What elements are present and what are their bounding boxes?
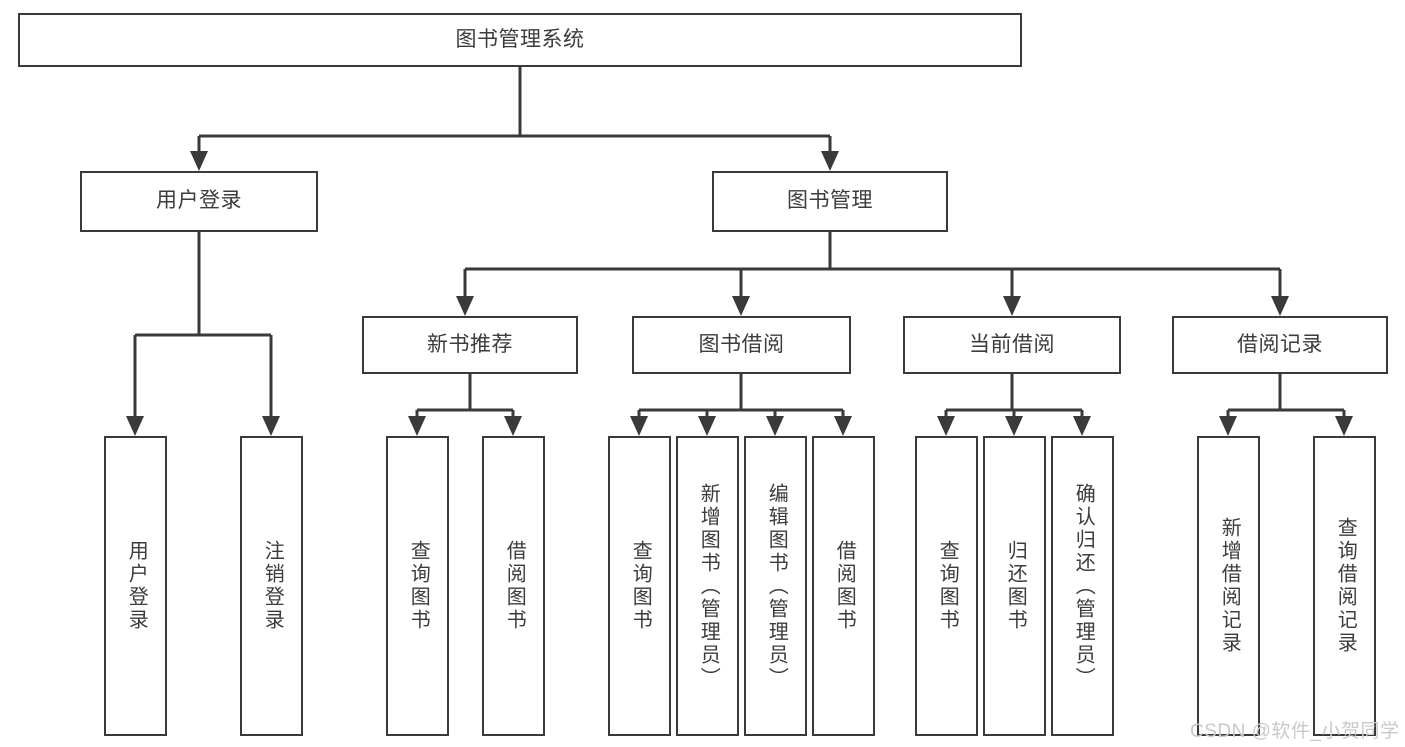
arrow-head [1335, 416, 1353, 436]
root-node: 图书管理系统 [18, 13, 1022, 67]
level1-node: 图书管理 [712, 171, 948, 232]
arrow-heads [126, 151, 1353, 436]
arrow-head [766, 416, 784, 436]
arrow-head [504, 416, 522, 436]
leaf-node: 查询图书 [386, 436, 449, 736]
arrow-head [732, 296, 750, 316]
leaf-node-label: 查询借阅记录 [1334, 517, 1357, 655]
arrow-head [1003, 296, 1021, 316]
leaf-node-label: 新增借阅记录 [1218, 517, 1241, 655]
leaf-node-label: 注销登录 [261, 540, 284, 632]
leaf-node: 新增图书（管理员） [676, 436, 739, 736]
arrow-head [630, 416, 648, 436]
arrow-head [1073, 416, 1091, 436]
leaf-node: 借阅图书 [482, 436, 545, 736]
level2-node: 图书借阅 [632, 316, 851, 374]
leaf-node-label: 查询图书 [936, 540, 959, 632]
root-node-label: 图书管理系统 [455, 27, 585, 51]
arrow-head [698, 416, 716, 436]
arrow-head [834, 416, 852, 436]
arrow-head [1005, 416, 1023, 436]
level1-node: 用户登录 [80, 171, 318, 232]
leaf-node-label: 归还图书 [1004, 540, 1027, 632]
leaf-node: 借阅图书 [812, 436, 875, 736]
leaf-node: 用户登录 [104, 436, 167, 736]
level1-node-label: 用户登录 [156, 189, 242, 213]
leaf-node-label: 确认归还（管理员） [1072, 482, 1095, 690]
leaf-node-label: 借阅图书 [833, 540, 856, 632]
leaf-node: 新增借阅记录 [1197, 436, 1260, 736]
arrow-head [821, 151, 839, 171]
leaf-node: 编辑图书（管理员） [744, 436, 807, 736]
level2-node-label: 借阅记录 [1237, 332, 1323, 356]
leaf-node-label: 借阅图书 [503, 540, 526, 632]
arrow-head [456, 296, 474, 316]
leaf-node-label: 编辑图书（管理员） [765, 482, 788, 690]
level2-node-label: 新书推荐 [427, 332, 513, 356]
arrow-head [190, 151, 208, 171]
level1-node-label: 图书管理 [787, 189, 873, 213]
leaf-node: 查询借阅记录 [1313, 436, 1376, 736]
leaf-node: 确认归还（管理员） [1051, 436, 1114, 736]
leaf-node-label: 用户登录 [125, 540, 148, 632]
arrow-head [408, 416, 426, 436]
leaf-node: 查询图书 [915, 436, 978, 736]
leaf-node: 查询图书 [608, 436, 671, 736]
arrow-head [1271, 296, 1289, 316]
arrow-head [126, 416, 144, 436]
arrow-head [1219, 416, 1237, 436]
level2-node-label: 图书借阅 [698, 332, 785, 356]
level2-node: 借阅记录 [1172, 316, 1388, 374]
leaf-node-label: 查询图书 [629, 540, 652, 632]
leaf-node: 归还图书 [983, 436, 1046, 736]
leaf-node-label: 查询图书 [407, 540, 430, 632]
level2-node: 当前借阅 [903, 316, 1121, 374]
arrow-head [262, 416, 280, 436]
csdn-watermark: CSDN @软件_小贺同学 [1190, 721, 1400, 742]
arrow-head [937, 416, 955, 436]
connector-lines [133, 67, 1346, 416]
leaf-node-label: 新增图书（管理员） [697, 482, 720, 690]
leaf-node: 注销登录 [240, 436, 303, 736]
level2-node-label: 当前借阅 [969, 332, 1055, 356]
level2-node: 新书推荐 [362, 316, 578, 374]
